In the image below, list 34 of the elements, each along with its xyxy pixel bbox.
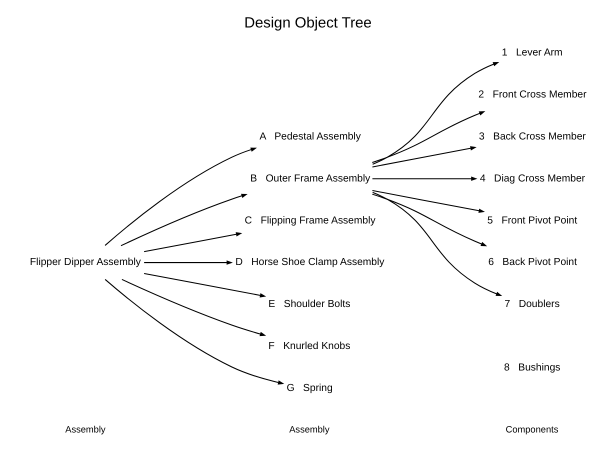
node-text: Flipper Dipper Assembly: [30, 257, 141, 268]
label: Assembly: [289, 424, 330, 435]
arrow: [144, 232, 242, 252]
node-text: G Spring: [286, 382, 333, 394]
arrow: [372, 194, 488, 246]
arrow: [104, 279, 284, 385]
node-text: F Knurled Knobs: [268, 340, 350, 352]
label: Components: [506, 424, 558, 435]
node-text: E Shoulder Bolts: [268, 299, 350, 310]
arrow: [372, 190, 485, 213]
arrow: [144, 260, 233, 265]
node-text: 2 Front Cross Member: [478, 90, 587, 101]
arrow: [122, 278, 266, 336]
label: Assembly: [65, 424, 106, 435]
node-text: 1 Lever Arm: [502, 48, 563, 59]
arrow: [120, 194, 248, 246]
arrow: [372, 62, 500, 165]
arrow: [372, 146, 477, 168]
node-text: 3 Back Cross Member: [478, 131, 586, 142]
node-text: 8 Bushings: [504, 362, 560, 374]
node-text: C Flipping Frame Assembly: [244, 215, 376, 226]
node-text: 4 Diag Cross Member: [480, 173, 586, 184]
node-text: 7 Doublers: [504, 299, 560, 310]
arrow: [372, 176, 478, 181]
arrow: [104, 148, 257, 246]
node-text: 5 Front Pivot Point: [487, 215, 578, 226]
node-text: 6 Back Pivot Point: [488, 257, 577, 268]
diagram-title: Design Object Tree: [244, 16, 372, 32]
node-text: A Pedestal Assembly: [260, 131, 361, 142]
node-text: B Outer Frame Assembly: [250, 173, 370, 184]
arrow: [372, 192, 502, 296]
arrow: [372, 111, 486, 163]
arrow: [144, 272, 266, 298]
node-text: D Horse Shoe Clamp Assembly: [235, 257, 384, 268]
